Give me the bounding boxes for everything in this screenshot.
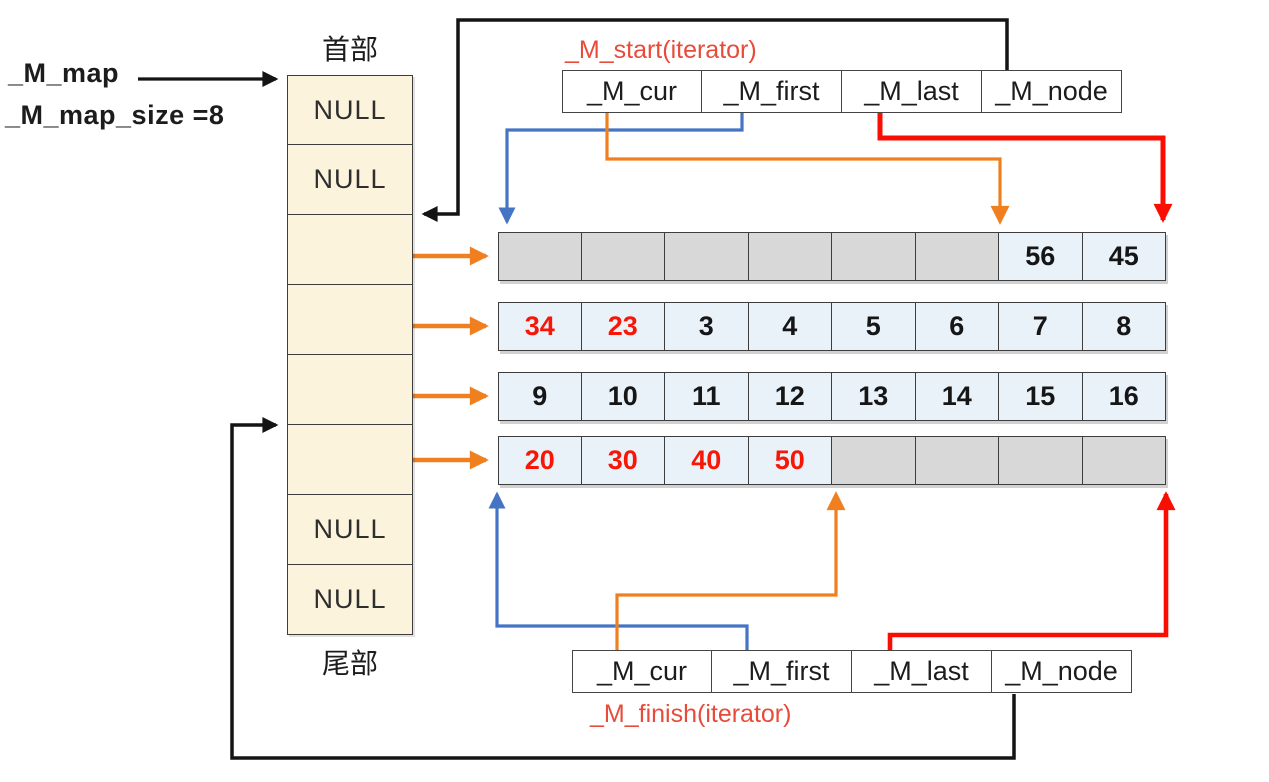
map-head-label: 首部 [321, 34, 378, 65]
buffer-cell-value: 45 [1082, 232, 1166, 281]
start-iterator-box: _M_cur_M_first_M_last_M_node [562, 70, 1122, 113]
map-cell-8-null: NULL [287, 565, 413, 635]
finish-iterator-label: _M_finish(iterator) [590, 700, 792, 728]
buffer-cell-value: 34 [498, 302, 582, 351]
buffer-cell-empty [999, 436, 1083, 485]
map-cell-2-null: NULL [287, 145, 413, 215]
buffer-cell-empty [832, 436, 916, 485]
buffer-cell-value: 14 [915, 372, 999, 421]
iterator-field-m-node: _M_node [992, 650, 1132, 693]
buffer-cell-value: 16 [1082, 372, 1166, 421]
start-iterator-label: _M_start(iterator) [565, 36, 757, 64]
buffer-cell-empty [832, 232, 916, 281]
map-cell-5-pointer [287, 355, 413, 425]
buffer-cell-value: 12 [748, 372, 832, 421]
buffer-cell-value: 3 [665, 302, 749, 351]
arrow-start-first-to-buffer1-begin [498, 112, 744, 225]
buffer-cell-empty [665, 232, 749, 281]
buffer-cell-value: 11 [665, 372, 749, 421]
arrow-start-cur-to-buffer1-cell7 [605, 112, 1010, 225]
iterator-field-m-node: _M_node [982, 70, 1122, 113]
buffer-cell-empty [498, 232, 582, 281]
map-cell-6-pointer [287, 425, 413, 495]
iterator-field-m-first: _M_first [712, 650, 852, 693]
buffer-cell-value: 13 [832, 372, 916, 421]
m-map-size-label: _M_map_size =8 [5, 100, 225, 130]
buffer-cell-value: 23 [581, 302, 665, 351]
arrow-finish-cur-to-buffer4-cell5 [615, 491, 846, 650]
buffer-cell-value: 5 [832, 302, 916, 351]
buffer-cell-empty [915, 232, 999, 281]
iterator-field-m-cur: _M_cur [572, 650, 712, 693]
buffer-cell-value: 8 [1082, 302, 1166, 351]
buffer-cell-value: 9 [498, 372, 582, 421]
finish-iterator-box: _M_cur_M_first_M_last_M_node [572, 650, 1132, 693]
buffer-cell-value: 10 [581, 372, 665, 421]
buffer-cell-value: 40 [665, 436, 749, 485]
buffer-cell-empty [1082, 436, 1166, 485]
buffer-cell-value: 4 [748, 302, 832, 351]
buffer-cell-value: 50 [748, 436, 832, 485]
buffer-cell-value: 7 [999, 302, 1083, 351]
map-cell-3-pointer [287, 215, 413, 285]
iterator-field-m-last: _M_last [842, 70, 982, 113]
arrow-finish-last-to-buffer4-end [887, 491, 1176, 650]
map-cell-4-pointer [287, 285, 413, 355]
map-cell-7-null: NULL [287, 495, 413, 565]
iterator-field-m-last: _M_last [852, 650, 992, 693]
buffer-cell-value: 15 [999, 372, 1083, 421]
buffer-cell-value: 56 [999, 232, 1083, 281]
iterator-field-m-first: _M_first [702, 70, 842, 113]
arrow-start-last-to-buffer1-end [877, 112, 1173, 223]
map-cell-1-null: NULL [287, 75, 413, 145]
buffer-cell-empty [748, 232, 832, 281]
buffer-cell-empty [915, 436, 999, 485]
map-tail-label: 尾部 [321, 648, 378, 679]
buffer-cell-value: 30 [581, 436, 665, 485]
buffer-cell-empty [581, 232, 665, 281]
iterator-field-m-cur: _M_cur [562, 70, 702, 113]
m-map-label: _M_map [8, 58, 120, 88]
arrow-finish-first-to-buffer4-begin [488, 491, 749, 650]
buffer-cell-value: 6 [915, 302, 999, 351]
buffer-cell-value: 20 [498, 436, 582, 485]
